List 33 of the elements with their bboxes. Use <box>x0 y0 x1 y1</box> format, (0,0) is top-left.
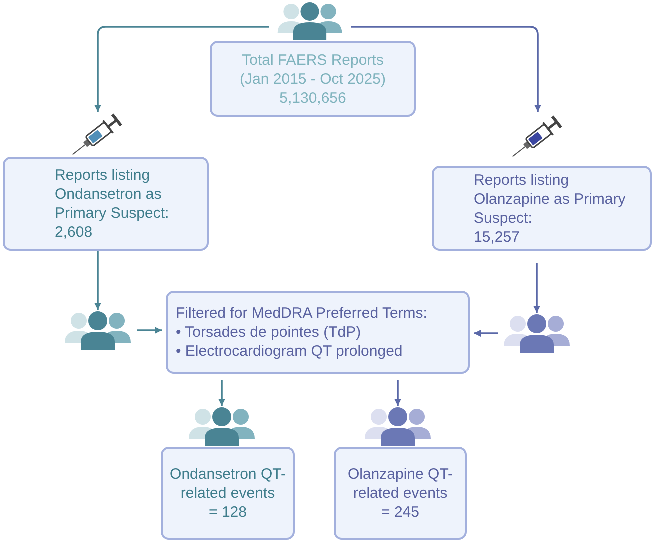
box-text: = 128 <box>209 503 247 522</box>
box-text: Total FAERS Reports <box>242 50 384 70</box>
box-text: Reports listing Olanzapine as Primary Suspect: <box>474 170 627 228</box>
arrow <box>218 380 226 406</box>
people-icon <box>63 311 133 350</box>
box-text: 15,257 <box>474 228 520 246</box>
box-text: (Jan 2015 - Oct 2025) <box>240 70 386 88</box>
people-icon <box>502 314 572 353</box>
people-icon <box>363 407 433 446</box>
process-box <box>3 157 209 251</box>
box-text: 2,608 <box>55 223 93 242</box>
process-box <box>432 166 652 251</box>
box-text: • Torsades de pointes (TdP) <box>176 323 362 342</box>
box-text: Olanzapine QT-related events <box>346 465 454 503</box>
box-text: Reports listing Ondansetron as Primary Suspect: <box>55 166 170 223</box>
process-box <box>334 447 467 540</box>
arrow <box>474 330 498 337</box>
process-box <box>210 41 416 117</box>
process-box <box>161 447 295 540</box>
box-text: = 245 <box>382 503 420 522</box>
people-icon <box>187 407 257 446</box>
people-icon <box>275 2 345 40</box>
arrow <box>394 380 402 406</box>
arrow <box>94 251 102 310</box>
box-text: 5,130,656 <box>280 88 346 108</box>
box-text: Filtered for MedDRA Preferred Terms: <box>176 304 428 323</box>
process-box <box>166 291 470 374</box>
arrow <box>137 327 162 334</box>
arrow <box>94 26 269 112</box>
box-text: Ondansetron QT-related events <box>169 465 287 503</box>
arrow <box>534 263 540 313</box>
arrow <box>351 26 542 112</box>
box-text: • Electrocardiogram QT prolonged <box>176 342 403 361</box>
